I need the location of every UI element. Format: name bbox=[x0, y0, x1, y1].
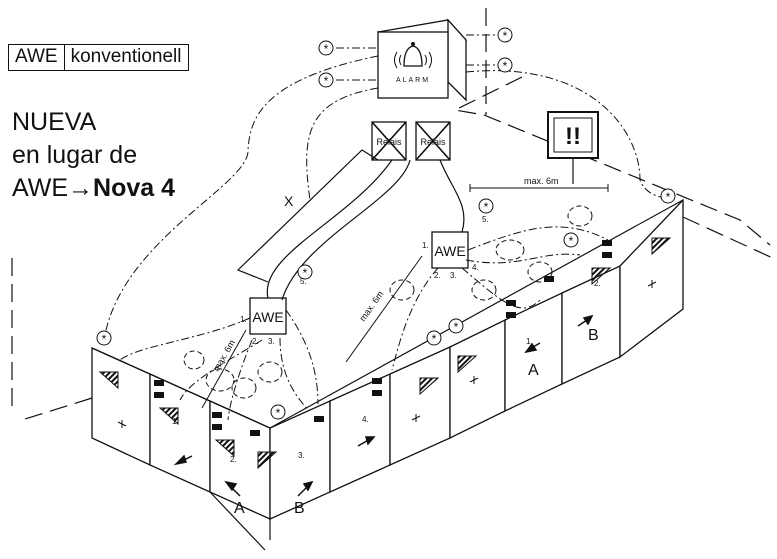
alarm-label: ALARM bbox=[396, 77, 430, 84]
svg-text:4.: 4. bbox=[362, 415, 369, 424]
terminal-numbers: 1. 2. 3. 4. 1. 2. 5. 5. bbox=[172, 215, 601, 464]
awe-unit-left: AWE 1. 2. 3. bbox=[240, 297, 287, 346]
svg-text:5.: 5. bbox=[482, 215, 489, 224]
sensor-icon: * bbox=[563, 232, 579, 248]
svg-text:4.: 4. bbox=[472, 263, 479, 272]
wiring bbox=[236, 149, 465, 301]
sensor-icon: * bbox=[318, 72, 334, 88]
warning-label: !! bbox=[565, 123, 581, 150]
distance-label-3: max. 6m bbox=[524, 176, 559, 186]
magnetic-contacts bbox=[154, 240, 612, 436]
svg-text:*: * bbox=[324, 42, 329, 56]
sensor-icon: * bbox=[660, 188, 676, 204]
svg-text:2.: 2. bbox=[434, 271, 441, 280]
sensor-icon: * bbox=[96, 330, 112, 346]
badge-awe: AWE bbox=[15, 46, 58, 67]
zone-labels: A B A B bbox=[234, 327, 599, 517]
detector-triangles bbox=[98, 237, 672, 470]
svg-text:2.: 2. bbox=[230, 455, 237, 464]
svg-text:*: * bbox=[666, 190, 671, 204]
signal-wiring bbox=[103, 34, 669, 421]
bell-icon bbox=[403, 45, 423, 67]
awe-label-left: AWE bbox=[252, 309, 283, 325]
svg-text:1.: 1. bbox=[422, 241, 429, 250]
distance-label-1: max. 6m bbox=[211, 338, 237, 373]
svg-text:3.: 3. bbox=[450, 271, 457, 280]
sensor-icon: * bbox=[448, 318, 464, 334]
awe-unit-right: AWE 1. 2. 3. 4. bbox=[422, 231, 479, 280]
sensor-icon: * bbox=[497, 27, 513, 43]
svg-text:*: * bbox=[324, 74, 329, 88]
heading-line-1: NUEVA bbox=[12, 108, 97, 136]
zone-label-a: A bbox=[234, 500, 245, 517]
svg-text:3.: 3. bbox=[298, 451, 305, 460]
svg-text:*: * bbox=[303, 266, 308, 280]
cabinet-row-left bbox=[91, 198, 684, 521]
alarm-unit: ALARM bbox=[376, 18, 468, 102]
sensor-icon: * bbox=[426, 330, 442, 346]
zone-label-b: B bbox=[294, 500, 305, 517]
dimension-lines bbox=[201, 184, 609, 409]
svg-text:*: * bbox=[454, 320, 459, 334]
warning-sign: !! bbox=[547, 111, 599, 184]
heading-line-3: AWE→Nova 4 bbox=[12, 174, 176, 202]
heading-line-2: en lugar de bbox=[12, 141, 138, 169]
awe-label-right: AWE bbox=[434, 243, 465, 259]
relais-label-1: Relais bbox=[376, 137, 402, 147]
cable-label: X bbox=[284, 193, 294, 209]
distance-label-2: max. 6m bbox=[357, 289, 385, 323]
svg-text:1.: 1. bbox=[526, 337, 533, 346]
svg-text:*: * bbox=[484, 200, 489, 214]
sensor-symbols: * * * * * * * * * * * * bbox=[96, 27, 676, 420]
svg-text:*: * bbox=[102, 332, 107, 346]
svg-text:3.: 3. bbox=[268, 337, 275, 346]
badge-konventionell: konventionell bbox=[63, 45, 188, 70]
sensor-icon: * bbox=[478, 198, 494, 214]
svg-text:1.: 1. bbox=[172, 417, 179, 426]
sensor-icon: * bbox=[497, 57, 513, 73]
heading: NUEVA en lugar de AWE→Nova 4 bbox=[12, 106, 175, 205]
relais-label-2: Relais bbox=[420, 137, 446, 147]
sensor-icon: * bbox=[297, 264, 313, 280]
svg-text:*: * bbox=[503, 29, 508, 43]
svg-text:*: * bbox=[432, 332, 437, 346]
svg-text:2.: 2. bbox=[252, 337, 259, 346]
svg-text:*: * bbox=[276, 406, 281, 420]
relais-units: Relais Relais bbox=[371, 121, 451, 161]
svg-text:*: * bbox=[569, 234, 574, 248]
svg-text:5.: 5. bbox=[300, 277, 307, 286]
awe-konventionell-badge: AWE konventionell bbox=[8, 44, 189, 71]
svg-text:1.: 1. bbox=[240, 315, 247, 324]
zone-label-a-2: A bbox=[528, 362, 539, 379]
sensor-icon: * bbox=[270, 404, 286, 420]
direction-arrows bbox=[173, 314, 594, 497]
svg-text:*: * bbox=[503, 59, 508, 73]
zone-label-b-2: B bbox=[588, 327, 599, 344]
sensor-icon: * bbox=[318, 40, 334, 56]
cabinet-marks bbox=[117, 280, 657, 428]
cable-loops bbox=[183, 205, 593, 399]
svg-text:2.: 2. bbox=[594, 279, 601, 288]
